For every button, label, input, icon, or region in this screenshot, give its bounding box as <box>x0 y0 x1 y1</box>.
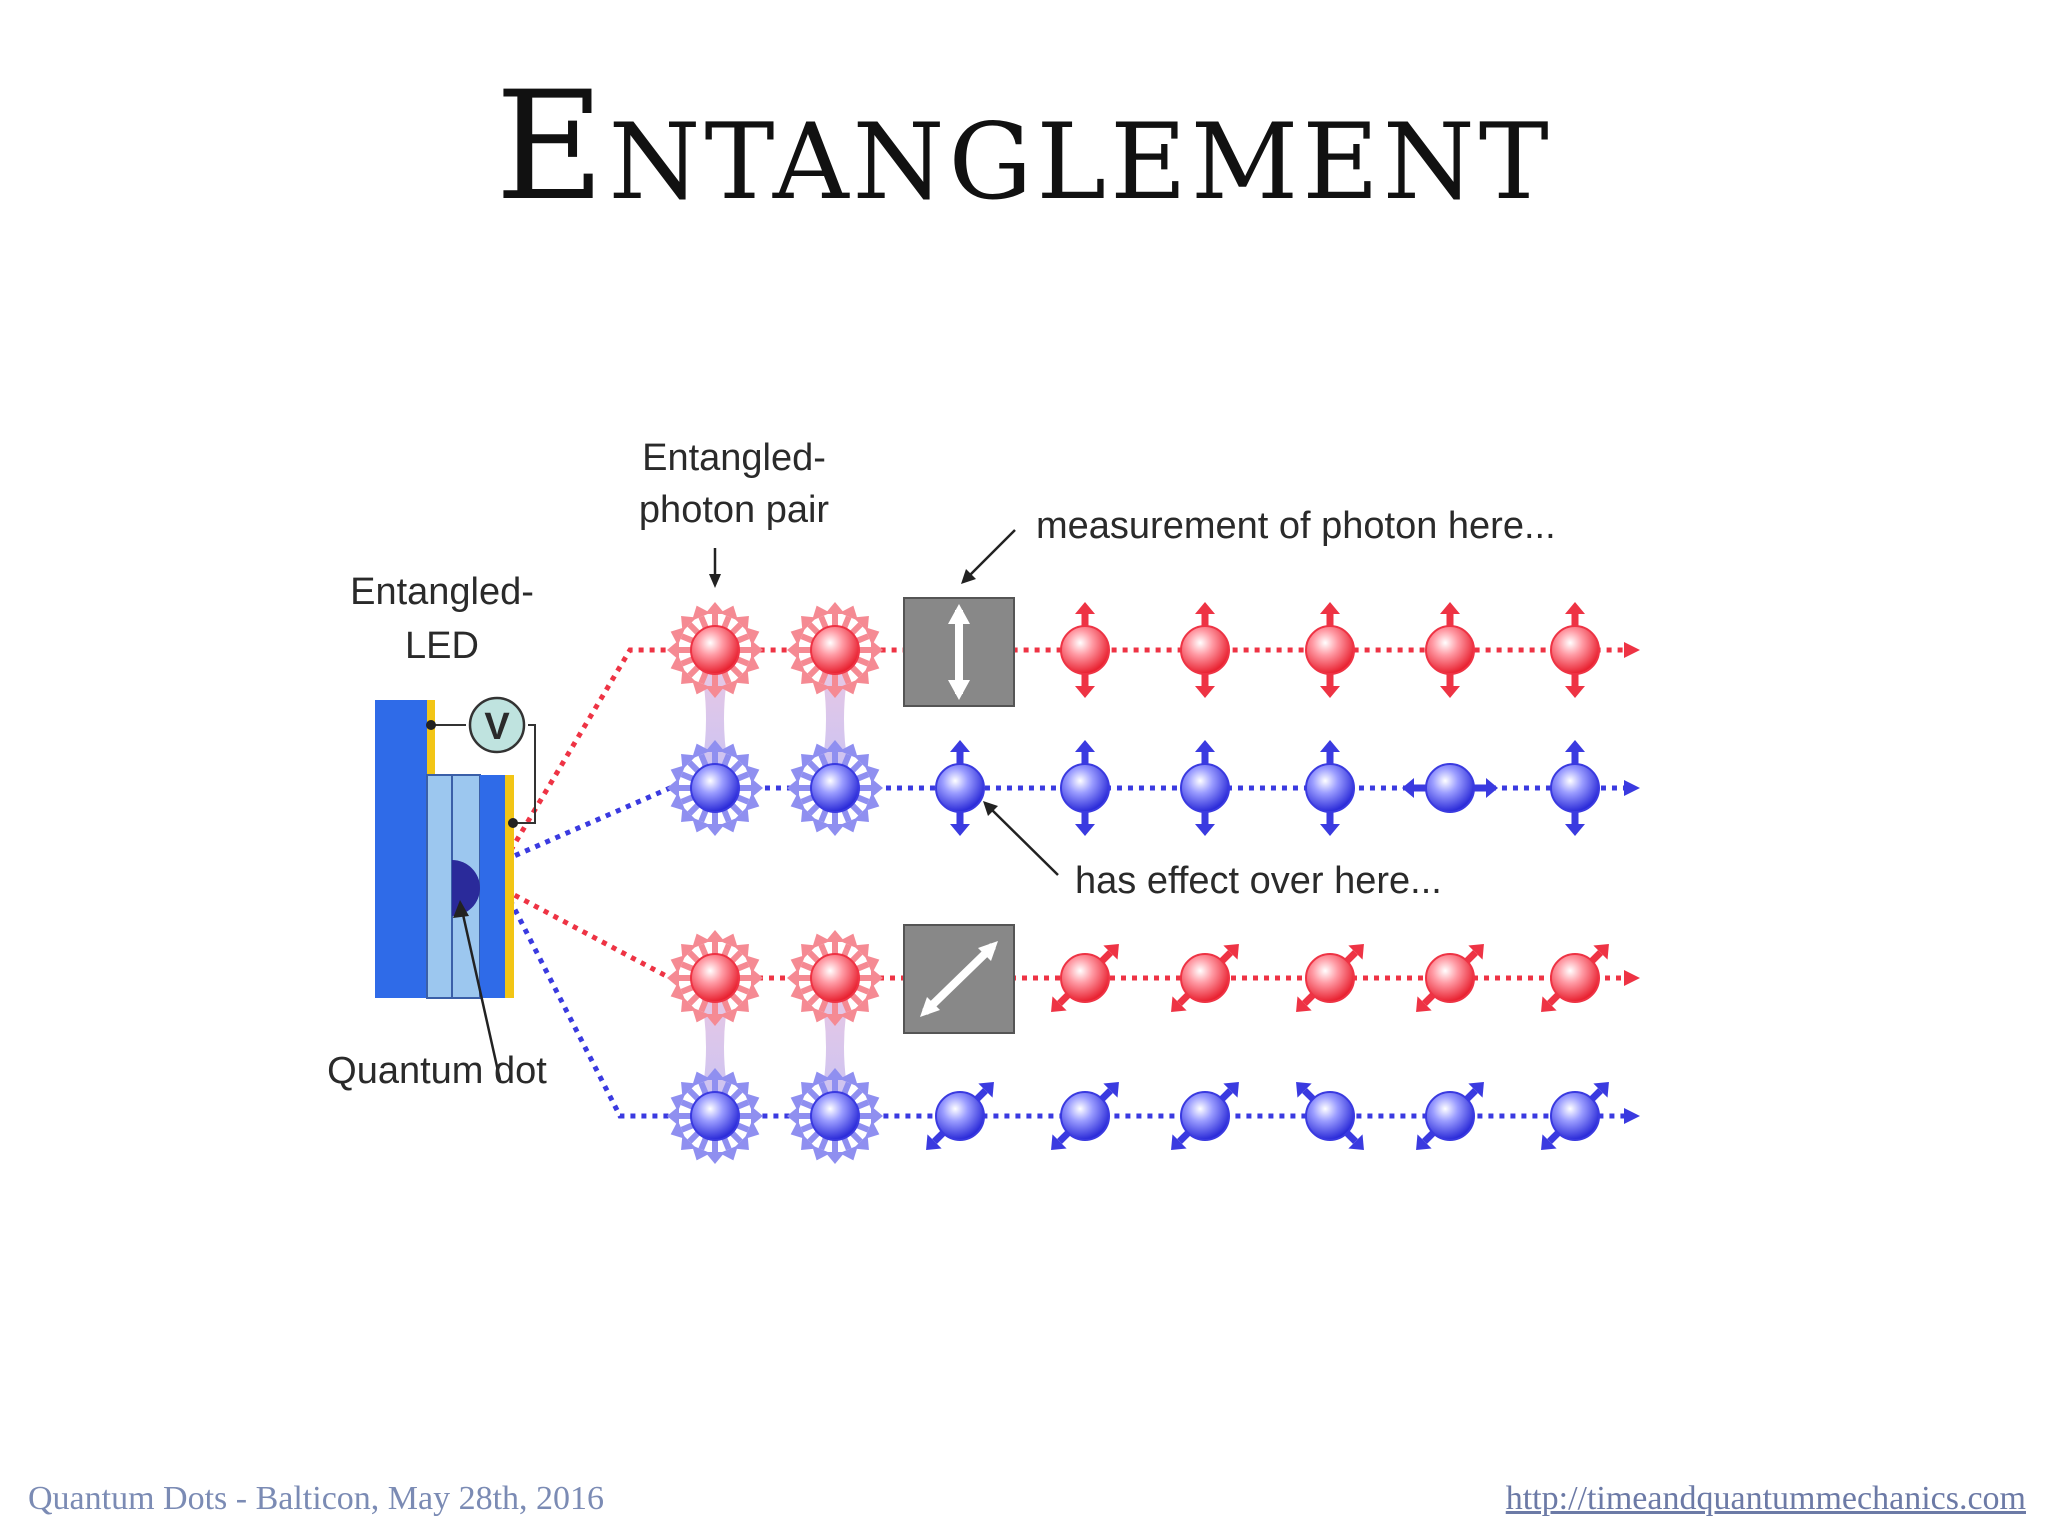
blue-photon <box>1416 1082 1484 1150</box>
blue-photon <box>1051 1082 1119 1150</box>
effect-label: has effect over here... <box>1075 860 1442 902</box>
blue-photon <box>1060 740 1110 836</box>
vertical-polarizer-icon <box>903 597 1015 707</box>
voltmeter-icon <box>468 696 526 754</box>
red-photon <box>1296 944 1364 1012</box>
blue-photon <box>787 740 883 836</box>
led-layer-1 <box>426 774 453 999</box>
beam-path <box>502 888 1625 1119</box>
blue-photon <box>1550 740 1600 836</box>
red-photon <box>1060 602 1110 698</box>
beam-arrowhead <box>1624 780 1640 796</box>
pair-link <box>697 978 733 1116</box>
red-photon <box>667 602 763 698</box>
beam-path <box>502 647 1625 862</box>
led-outer-layer <box>375 700 427 998</box>
red-photon <box>1416 944 1484 1012</box>
red-photon <box>787 602 883 698</box>
photon-beams <box>502 642 1640 1124</box>
led-side-contact <box>505 775 514 998</box>
pair-label-line-2: photon pair <box>639 489 829 531</box>
blue-photon <box>1180 740 1230 836</box>
red-photon <box>1171 944 1239 1012</box>
blue-photon <box>1402 763 1498 813</box>
photons <box>667 602 1609 1164</box>
red-photon <box>1051 944 1119 1012</box>
footer-link[interactable]: http://timeandquantummechanics.com <box>1505 1480 2026 1517</box>
blue-photon <box>935 740 985 836</box>
blue-photon <box>787 1068 883 1164</box>
pair-link <box>817 650 853 788</box>
label-pointers <box>709 529 1059 876</box>
entangled-led-device: V <box>375 696 536 1081</box>
diagonal-polarizer-icon <box>903 924 1015 1034</box>
red-photon <box>1425 602 1475 698</box>
red-photon <box>787 930 883 1026</box>
blue-photon <box>926 1082 994 1150</box>
led-top-contact <box>427 700 435 780</box>
slide-title: Entanglement <box>495 60 1553 234</box>
pair-label-line-1: Entangled- <box>642 437 826 479</box>
red-photon <box>667 930 763 1026</box>
red-photon <box>1541 944 1609 1012</box>
beam-arrowhead <box>1624 642 1640 658</box>
beam-arrowhead <box>1624 970 1640 986</box>
beam-arrowhead <box>1624 1108 1640 1124</box>
pair-link <box>817 978 853 1116</box>
led-label-line-1: Entangled- <box>350 571 534 613</box>
blue-photon <box>1305 740 1355 836</box>
measurement-label: measurement of photon here... <box>1036 505 1556 547</box>
red-photon <box>1180 602 1230 698</box>
pair-links <box>697 650 853 1116</box>
pair-link <box>697 650 733 788</box>
voltmeter-label: V <box>484 706 510 748</box>
blue-photon <box>1296 1082 1364 1150</box>
red-photon <box>1550 602 1600 698</box>
blue-photon <box>1541 1082 1609 1150</box>
led-active-layer <box>480 775 505 998</box>
blue-photon <box>1171 1082 1239 1150</box>
led-label-line-2: LED <box>405 625 479 667</box>
blue-photon <box>667 740 763 836</box>
footer-event: Quantum Dots - Balticon, May 28th, 2016 <box>28 1480 605 1517</box>
quantum-dot-shape <box>452 860 480 916</box>
quantum-dot-label: Quantum dot <box>327 1050 547 1092</box>
red-photon <box>1305 602 1355 698</box>
blue-photon <box>667 1068 763 1164</box>
